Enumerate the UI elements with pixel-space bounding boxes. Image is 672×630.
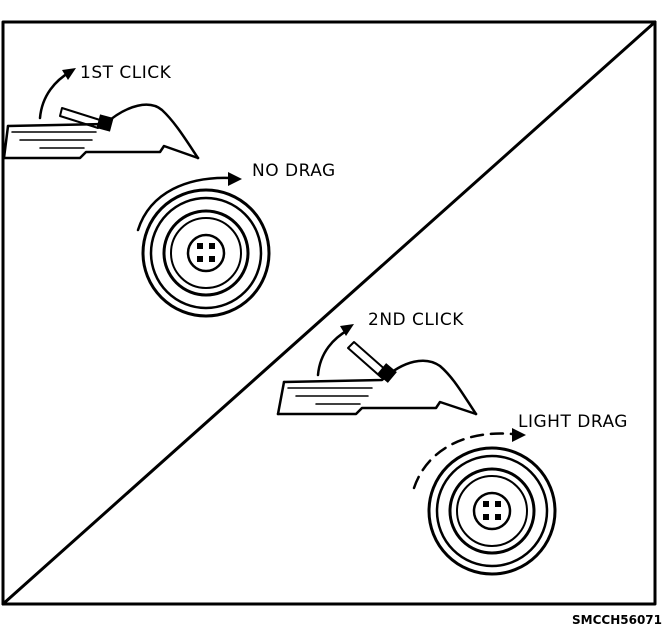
- no-drag-arrow-icon: [136, 172, 242, 232]
- upper-left-panel: 1ST CLICK NO DRAG: [2, 63, 336, 318]
- light-drag-label: LIGHT DRAG: [518, 412, 628, 432]
- second-click-label: 2ND CLICK: [368, 310, 464, 330]
- first-click-label: 1ST CLICK: [80, 63, 172, 83]
- second-click-wheel-icon: [427, 446, 557, 576]
- no-drag-label: NO DRAG: [252, 161, 336, 181]
- first-click-wheel-icon: [141, 188, 271, 318]
- second-click-lever-icon: [276, 341, 478, 416]
- lower-right-panel: 2ND CLICK LIGHT DRAG: [276, 310, 628, 576]
- first-click-arrow-icon: [38, 68, 76, 120]
- diagonal-divider: [1, 20, 657, 606]
- first-click-lever-icon: [2, 103, 200, 160]
- figure-reference: SMCCH56071: [572, 613, 662, 627]
- light-drag-arrow-icon: [412, 428, 526, 490]
- diagram-frame: [1, 20, 657, 606]
- second-click-arrow-icon: [316, 324, 354, 377]
